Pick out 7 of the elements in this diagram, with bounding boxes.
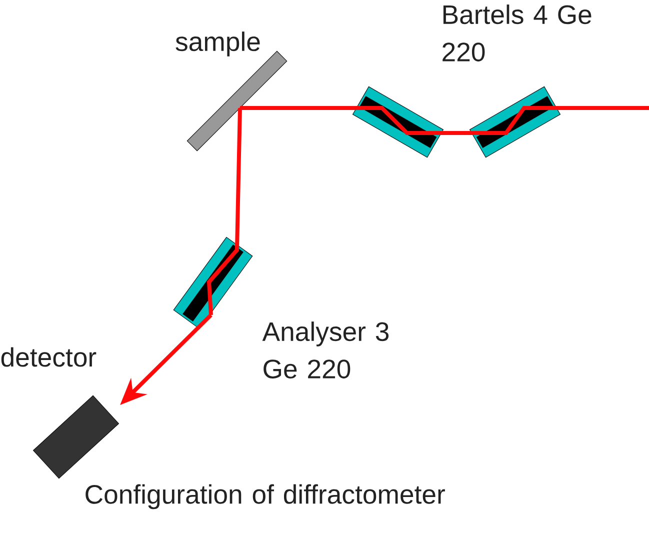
crystal <box>352 86 444 158</box>
part-label: Bartels 4 Ge 220 <box>442 4 592 62</box>
crystal <box>469 86 561 158</box>
caption: Configuration of diffractometer <box>86 484 445 510</box>
node-label: detector <box>1 347 96 367</box>
part-label: Analyser 3 Ge 220 <box>262 322 389 378</box>
node-label: sample <box>176 32 260 56</box>
